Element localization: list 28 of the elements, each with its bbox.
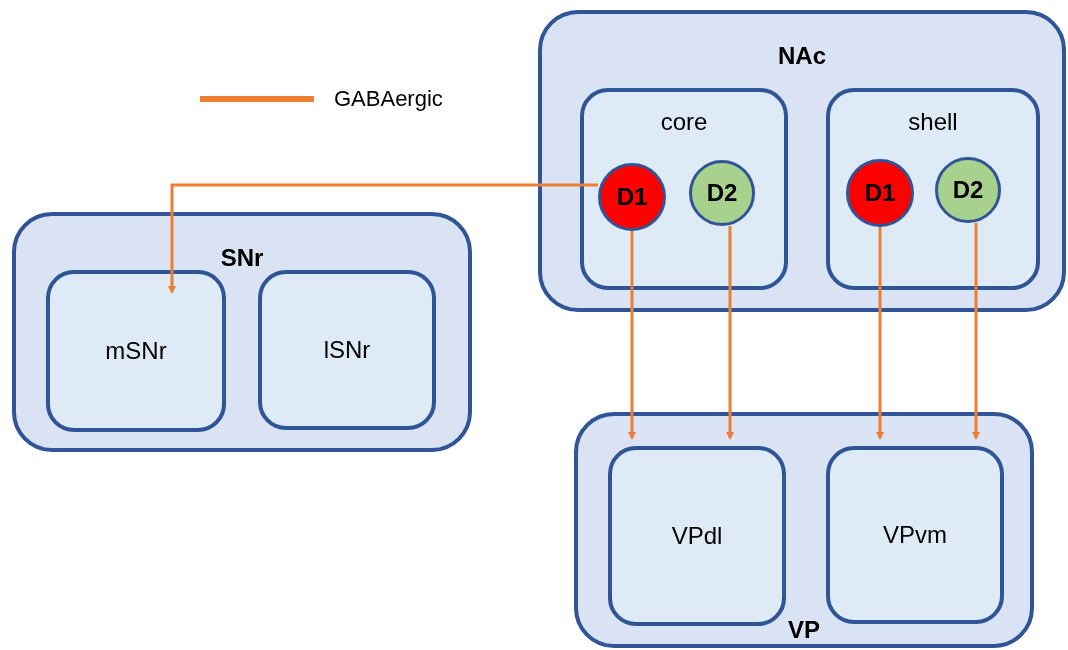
region-box	[538, 10, 1066, 312]
region-label: VPvm	[883, 523, 947, 547]
arrow	[726, 226, 734, 440]
region-label: mSNr	[105, 339, 167, 363]
region-label: NAc	[778, 44, 826, 68]
subregion-box	[258, 270, 436, 430]
subregion-box	[826, 446, 1004, 624]
arrow	[628, 231, 636, 440]
subregion-box	[580, 88, 788, 290]
region-label: D1	[616, 185, 648, 209]
legend-label: GABAergic	[334, 85, 443, 113]
region-box	[12, 212, 472, 452]
arrow	[168, 183, 598, 294]
region-label: VP	[788, 618, 820, 642]
arrow	[972, 223, 980, 440]
region-label: SNr	[220, 246, 264, 270]
region-label: VPdl	[671, 524, 723, 548]
region-box	[574, 412, 1034, 648]
arrow	[876, 227, 884, 440]
region-label: D2	[706, 181, 738, 205]
region-label: core	[660, 110, 708, 134]
region-label: shell	[908, 110, 958, 134]
subregion-box	[46, 270, 226, 432]
region-label: lSNr	[323, 338, 371, 362]
subregion-box	[608, 446, 786, 626]
region-label: D1	[864, 181, 896, 205]
region-label: D2	[952, 178, 984, 202]
subregion-box	[826, 88, 1040, 290]
